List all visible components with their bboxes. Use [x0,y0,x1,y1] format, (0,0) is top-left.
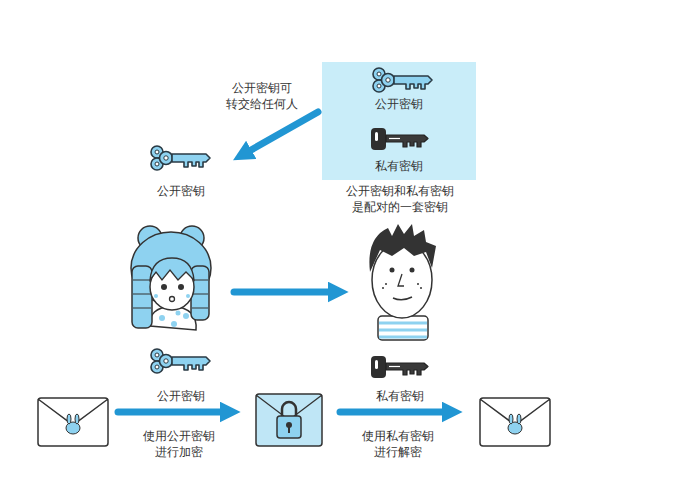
boy-figure [393,297,412,300]
boy-figure [372,242,432,318]
boy-figure [369,224,436,272]
locked-envelope [256,394,322,446]
public-key-icon [151,349,210,373]
girl-figure [186,294,190,298]
arrow-send [234,292,336,293]
plain-envelope [38,398,108,446]
step-label: 使用私有密钥 进行解密 [358,428,437,460]
arrow-encrypt [118,412,228,413]
girl-figure [133,294,151,295]
arrow-share-public-key [244,112,318,154]
public-key-icon [373,68,432,92]
key-caption: 私有密钥 [376,388,424,404]
girl-figure [131,226,211,330]
girl-figure [171,321,177,327]
girl-figure [132,266,152,328]
private-key-icon [371,356,428,378]
public-key-icon [151,146,210,170]
boy-figure [410,268,415,273]
plain-envelope [38,398,108,446]
girl-figure [161,284,167,290]
boy-figure [379,322,427,325]
arrow-label: 公开密钥可 转交给任何人 [219,80,305,112]
key-caption: 公开密钥 [157,388,205,404]
girl-figure [133,308,151,309]
boy-figure [417,283,419,285]
locked-envelope [256,394,322,446]
boy-figure [379,329,427,332]
key-caption: 公开密钥 [322,96,476,112]
boy-figure [390,268,395,273]
key-caption: 私有密钥 [322,158,476,174]
private-key-icon [371,128,428,150]
plain-envelope [509,414,513,424]
plain-envelope [480,398,550,446]
plain-envelope [67,414,71,424]
girl-figure [150,258,194,280]
locked-envelope [282,402,296,416]
plain-envelope [480,399,550,425]
boy-figure [378,316,428,340]
girl-figure [133,280,151,281]
locked-envelope [277,416,301,438]
boy-figure [369,224,436,340]
girl-figure [154,294,158,298]
girl-figure [192,294,208,295]
girl-figure [176,311,181,316]
plain-envelope [75,414,79,424]
boy-figure [379,336,427,339]
arrow-decrypt [340,412,450,413]
girl-figure [183,313,189,319]
plain-envelope [517,414,521,424]
plain-envelope [480,398,550,446]
girl-figure [159,315,165,321]
arrow-send [234,289,336,296]
girl-figure [178,284,184,290]
key-caption: 公开密钥 [157,183,205,199]
boy-figure [420,287,422,289]
boy-figure [398,274,404,286]
boy-figure [382,287,384,289]
girl-figure [192,308,208,309]
step-label: 使用公开密钥 进行加密 [139,428,218,460]
panel-caption: 公开密钥和私有密钥 是配对的一套密钥 [342,183,457,215]
plain-envelope [38,399,108,425]
arrow-encrypt [118,409,228,416]
arrow-share-public-key [244,112,318,154]
locked-envelope [288,426,290,433]
boy-figure [385,283,387,285]
girl-figure [170,297,175,302]
arrow-decrypt [340,409,450,416]
key-pair-panel: 公开密钥私有密钥 [322,62,476,180]
